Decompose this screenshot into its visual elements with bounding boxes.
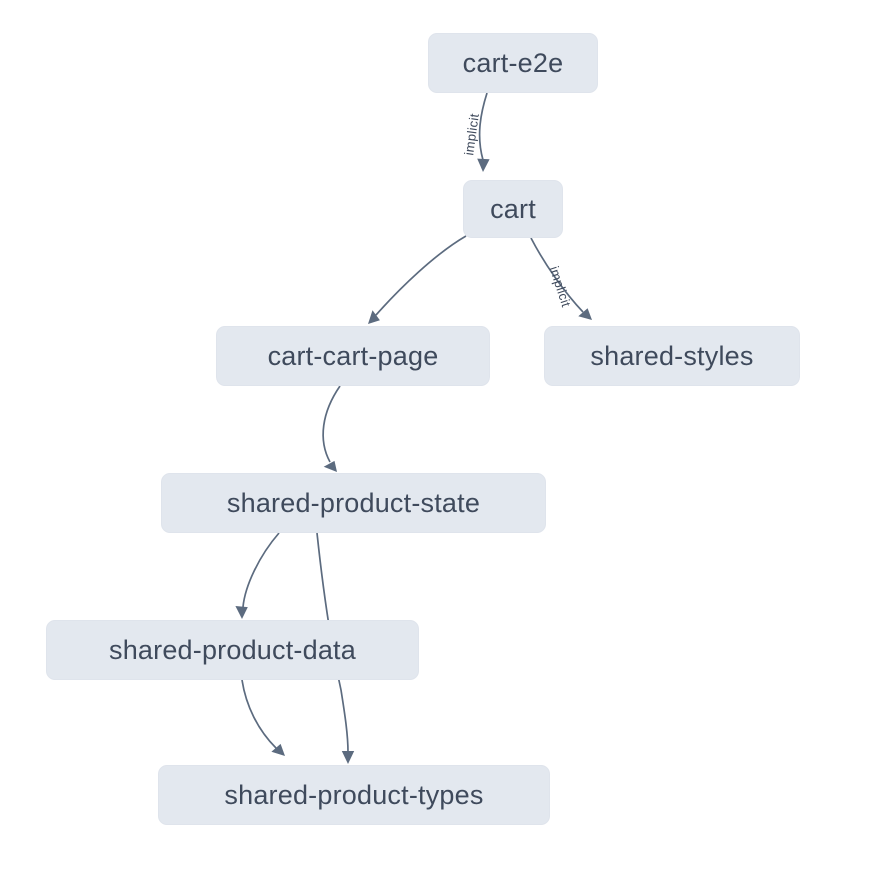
node-label: cart-e2e — [462, 47, 564, 78]
node-label: cart-cart-page — [267, 340, 439, 371]
graph-node-cart[interactable]: cart — [463, 180, 563, 238]
edge-cart-e2e-to-cart: implicit — [461, 92, 490, 172]
edge-path — [322, 385, 341, 463]
graph-node-shared-styles[interactable]: shared-styles — [544, 326, 800, 386]
node-label: shared-product-state — [226, 487, 481, 518]
graph-node-shared-product-types[interactable]: shared-product-types — [158, 765, 550, 825]
node-label: cart — [490, 193, 536, 224]
arrowhead-icon — [271, 743, 285, 756]
edge-path — [241, 679, 277, 749]
node-label: shared-product-data — [109, 634, 356, 665]
edge-cart-cart-page-to-shared-product-state — [322, 385, 341, 472]
arrowhead-icon — [477, 158, 490, 172]
edge-shared-product-data-to-shared-product-types — [241, 679, 285, 756]
edge-path — [478, 92, 488, 161]
edge-shared-product-state-to-shared-product-data — [235, 532, 280, 619]
edge-cart-to-cart-cart-page — [368, 235, 467, 324]
node-label: shared-product-types — [224, 779, 484, 810]
arrowhead-icon — [323, 460, 337, 472]
edge-label-implicit-2: implicit — [547, 264, 574, 309]
edge-label-implicit-1: implicit — [461, 112, 482, 156]
arrowhead-icon — [341, 751, 355, 764]
arrowhead-icon — [368, 310, 380, 324]
graph-node-cart-cart-page[interactable]: cart-cart-page — [216, 326, 490, 386]
edge-cart-to-shared-styles: implicit — [530, 237, 592, 320]
edge-path — [242, 532, 280, 608]
graph-node-cart-e2e[interactable]: cart-e2e — [428, 33, 598, 93]
node-label: shared-styles — [590, 340, 754, 371]
arrowhead-icon — [235, 606, 248, 619]
graph-node-shared-product-data[interactable]: shared-product-data — [46, 620, 419, 680]
edge-path — [375, 235, 467, 316]
graph-node-shared-product-state[interactable]: shared-product-state — [161, 473, 546, 533]
edge-path — [530, 237, 584, 313]
arrowhead-icon — [578, 308, 592, 320]
